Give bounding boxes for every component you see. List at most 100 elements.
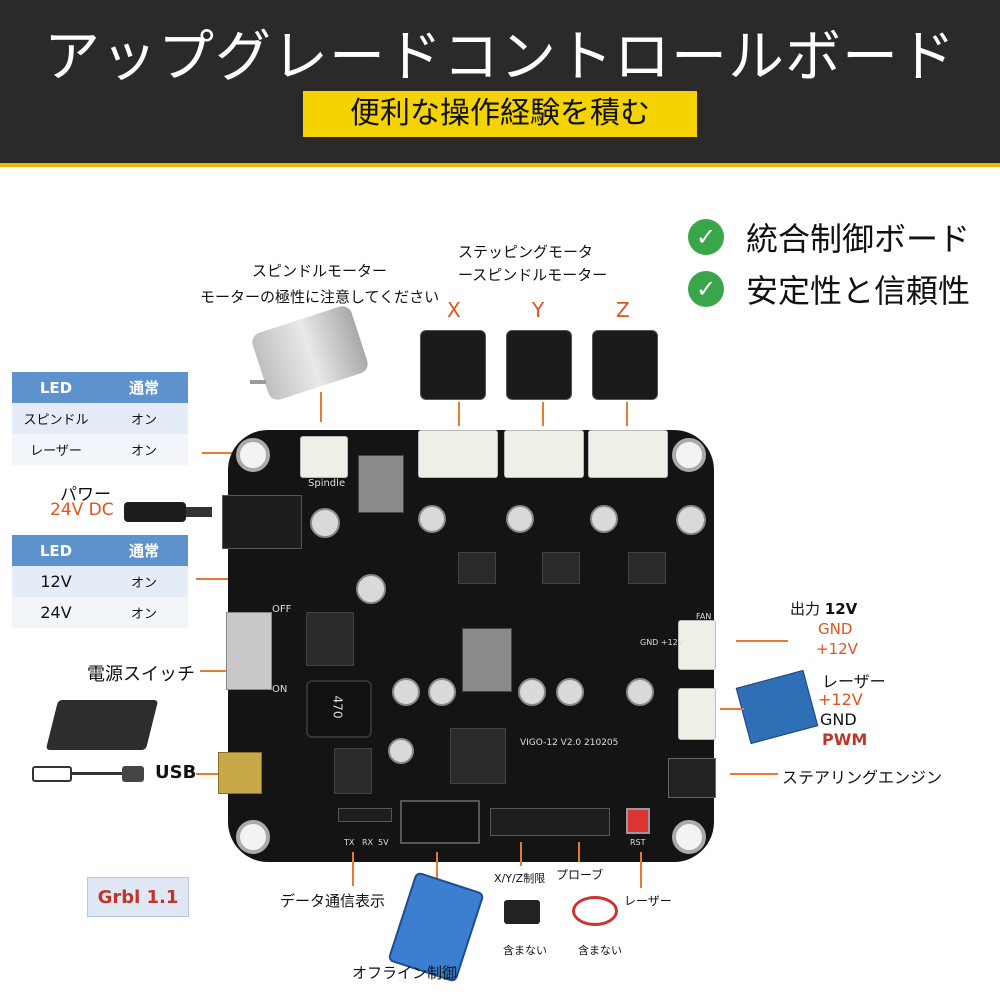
- silk-spindle: Spindle: [308, 478, 346, 489]
- limit-probe-header: [490, 808, 610, 836]
- power-switch[interactable]: [226, 612, 272, 690]
- silk-rst: RST: [630, 838, 646, 847]
- laser-connector: [678, 688, 716, 740]
- arrow-y: [542, 402, 544, 426]
- mount-hole: [236, 438, 270, 472]
- header-accent-line: [0, 163, 1000, 167]
- feature-row-2: ✓ 安定性と信頼性: [688, 267, 970, 311]
- axis-y-label: Y: [532, 298, 545, 322]
- mount-hole: [236, 820, 270, 854]
- capacitor: [518, 678, 546, 706]
- arrow-limit: [520, 842, 522, 866]
- arrow-data-comm: [352, 852, 354, 886]
- inductor: [306, 680, 372, 738]
- usb-chip: [334, 748, 372, 794]
- steering-label: ステアリングエンジン: [782, 768, 943, 787]
- capacitor: [356, 574, 386, 604]
- stepper-motor-y: [506, 330, 572, 400]
- table-cell: 12V: [12, 566, 100, 597]
- table-header: LED: [12, 372, 100, 403]
- arrow-probe: [578, 842, 580, 862]
- reset-button[interactable]: [626, 808, 650, 834]
- serial-header: [338, 808, 392, 822]
- stepper-motor-z: [592, 330, 658, 400]
- dc-plug-image: [124, 502, 186, 522]
- capacitor: [392, 678, 420, 706]
- laser-pwm: PWM: [822, 730, 868, 749]
- arrow-z: [626, 402, 628, 426]
- fan-connector: [678, 620, 716, 670]
- offline-header: [400, 800, 480, 844]
- capacitor: [418, 505, 446, 533]
- arrow-laser: [720, 708, 744, 710]
- limit-label: X/Y/Z制限: [494, 872, 546, 885]
- capacitor: [626, 678, 654, 706]
- arrow-x: [458, 402, 460, 426]
- spindle-label: スピンドルモーター: [252, 262, 388, 280]
- axis-z-label: Z: [616, 298, 630, 322]
- stepper-label: ステッピングモータ: [458, 243, 594, 261]
- table-header: 通常: [100, 372, 188, 403]
- silk-off: OFF: [272, 604, 292, 615]
- usb-plug-image: [32, 766, 72, 782]
- capacitor: [428, 678, 456, 706]
- mosfet-chip: [462, 628, 512, 692]
- dc-plug-tip: [186, 507, 212, 517]
- driver-chip-z: [628, 552, 666, 584]
- output-label: 出力 12V: [790, 598, 857, 619]
- arrow-led-2: [196, 578, 256, 580]
- capacitor: [556, 678, 584, 706]
- grbl-badge: Grbl 1.1: [87, 877, 189, 917]
- arrow-offline: [436, 852, 438, 880]
- output-gnd: GND: [818, 620, 853, 638]
- silk-fan: FAN: [696, 612, 712, 621]
- silk-gnd12: GND +12V: [640, 638, 684, 647]
- output-voltage: 12V: [824, 600, 858, 618]
- arrow-output: [736, 640, 788, 642]
- table-cell: オン: [100, 403, 188, 434]
- z-connector: [588, 430, 668, 478]
- check-icon: ✓: [688, 219, 724, 255]
- table-cell: オン: [100, 434, 188, 465]
- arrow-usb: [196, 773, 230, 775]
- laser-module-image: [735, 669, 819, 745]
- probe-label: プローブ: [556, 868, 604, 882]
- arrow-spindle: [320, 392, 322, 422]
- servo-header: [668, 758, 716, 798]
- not-included-1: 含まない: [503, 944, 547, 957]
- usb-label: USB: [155, 762, 197, 783]
- usb-port: [218, 752, 262, 794]
- feature-label: 統合制御ボード: [746, 220, 971, 258]
- data-comm-label: データ通信表示: [280, 892, 386, 910]
- page-subtitle: 便利な操作経験を積む: [303, 91, 697, 137]
- capacitor: [310, 508, 340, 538]
- feature-row-1: ✓ 統合制御ボード: [688, 215, 970, 259]
- laser-plus: +12V: [818, 690, 863, 709]
- driver-chip-x: [458, 552, 496, 584]
- spindle-connector: [300, 436, 348, 478]
- mount-hole: [672, 438, 706, 472]
- feature-label: 安定性と信頼性: [746, 272, 971, 310]
- page-title: アップグレードコントロールボード: [44, 25, 956, 90]
- microcontroller: [450, 728, 506, 784]
- table-cell: スピンドル: [12, 403, 100, 434]
- silk-tx: TX: [344, 838, 355, 847]
- silk-5v: 5V: [378, 838, 389, 847]
- header-banner: [0, 0, 1000, 167]
- y-connector: [504, 430, 584, 478]
- table-cell: オン: [100, 566, 188, 597]
- x-connector: [418, 430, 498, 478]
- mount-hole: [672, 820, 706, 854]
- driver-chip-y: [542, 552, 580, 584]
- output-prefix: 出力: [790, 600, 821, 618]
- silk-version: VIGO-12 V2.0 210205: [520, 738, 619, 748]
- capacitor: [676, 505, 706, 535]
- laser-gnd: GND: [820, 710, 857, 729]
- arrow-switch: [200, 670, 240, 672]
- table-cell: レーザー: [12, 434, 100, 465]
- stepper-sublabel: ースピンドルモーター: [458, 266, 608, 284]
- power-switch-label: 電源スイッチ: [87, 664, 195, 685]
- check-icon: ✓: [688, 271, 724, 307]
- usb-mini-plug: [122, 766, 144, 782]
